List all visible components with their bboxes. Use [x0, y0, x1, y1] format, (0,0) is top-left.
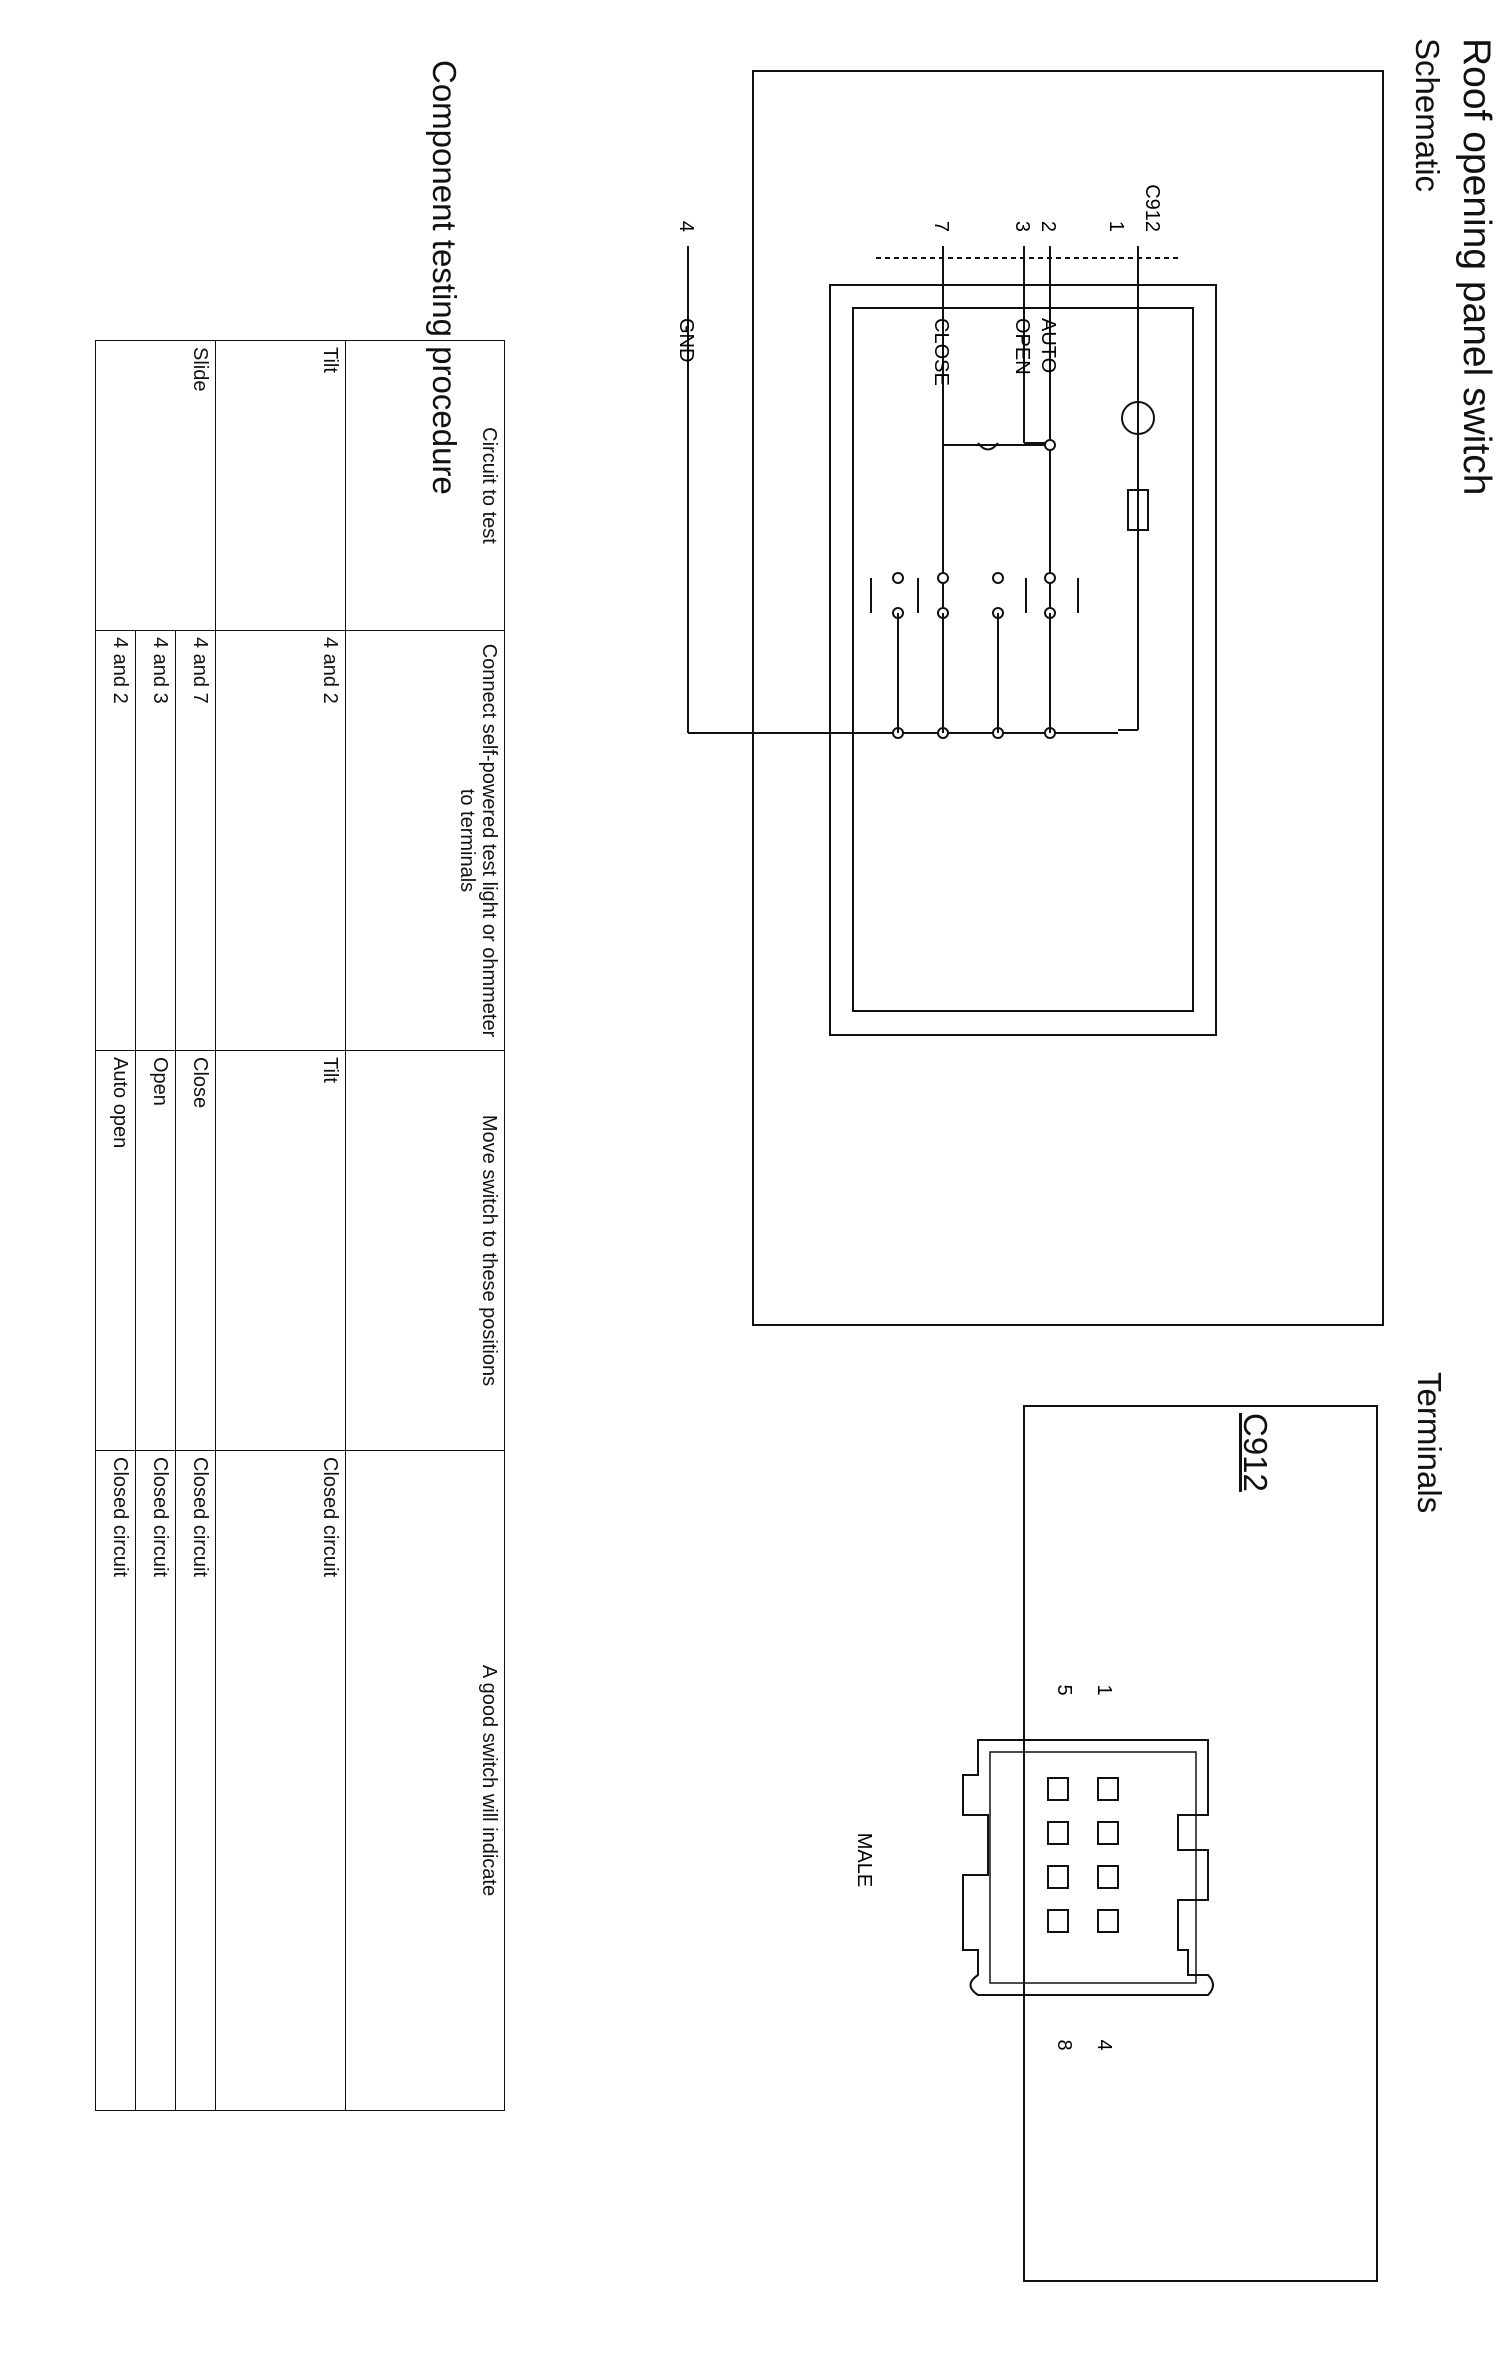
column-header: Connect self-powered test light or ohmme… — [345, 630, 505, 1051]
terminals-cell: 4 and 7 — [175, 630, 216, 1051]
pin-label: 1 — [1105, 221, 1127, 232]
terminal-pin-label: 4 — [1093, 2039, 1115, 2050]
terminals-cell: 4 and 3 — [135, 630, 176, 1051]
terminal-pin-label: 8 — [1053, 2039, 1075, 2050]
position-cell: Tilt — [215, 1050, 346, 1451]
table-row: Tilt 4 and 2 Tilt Closed circuit — [215, 340, 346, 2111]
column-header: A good switch will indicate — [345, 1450, 505, 2111]
connector-housing — [962, 1739, 1214, 1996]
position-cell: Auto open — [95, 1050, 136, 1451]
terminal-pin-label: 1 — [1093, 1684, 1115, 1695]
column-header: Move switch to these positions — [345, 1050, 505, 1451]
circuit-cell: Slide — [95, 340, 216, 631]
result-cell: Closed circuit — [95, 1450, 136, 2111]
connector-label: C912 — [1141, 184, 1163, 232]
circuit-cell: Tilt — [215, 340, 346, 631]
position-cell: Open — [135, 1050, 176, 1451]
terminal-pin-label: 5 — [1053, 1684, 1075, 1695]
connector-pins — [1047, 1777, 1119, 1933]
resistor-symbol — [1127, 489, 1149, 531]
result-cell: Closed circuit — [215, 1450, 346, 2111]
result-cell: Closed circuit — [135, 1450, 176, 2111]
pin-label: 7 — [930, 221, 952, 232]
signal-label: CLOSE — [930, 318, 952, 386]
signal-label: AUTO — [1037, 318, 1059, 373]
signal-label: OPEN — [1011, 318, 1033, 375]
column-header: Circuit to test — [345, 340, 505, 631]
pin-label: 2 — [1037, 221, 1059, 232]
led-symbol — [1121, 401, 1155, 435]
terminals-cell: 4 and 2 — [215, 630, 346, 1051]
pin-label: 3 — [1011, 221, 1033, 232]
terminals-cell: 4 and 2 — [95, 630, 136, 1051]
table-row: Slide 4 and 7 Close Closed circuit — [95, 340, 216, 2111]
procedure-table: Circuit to test Connect self-powered tes… — [95, 340, 505, 2111]
gender-label: MALE — [853, 1833, 875, 1887]
pin-label: 4 — [675, 221, 697, 232]
switch-contacts — [870, 572, 1079, 739]
result-cell: Closed circuit — [175, 1450, 216, 2111]
position-cell: Close — [175, 1050, 216, 1451]
signal-label: GND — [675, 318, 697, 362]
